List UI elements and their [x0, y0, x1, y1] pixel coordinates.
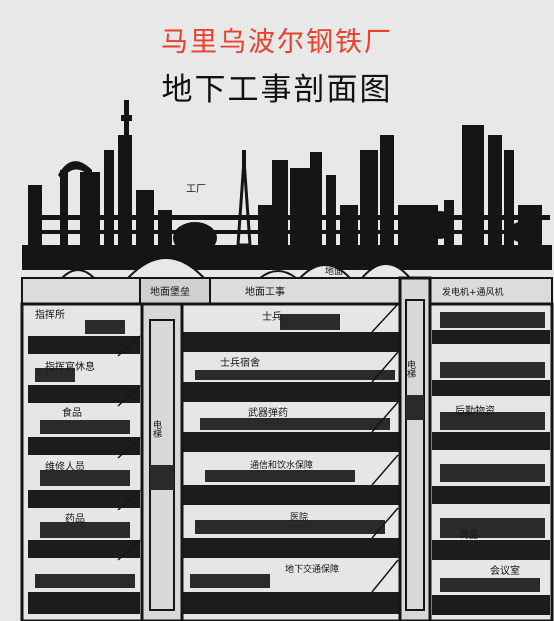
label-maintenance: 维修人员	[45, 460, 85, 473]
underground-shell	[20, 302, 554, 621]
label-elevator-right: 电梯	[405, 359, 416, 379]
label-comms: 通信和饮水保障	[250, 459, 313, 471]
label-food: 食品	[62, 406, 82, 419]
label-meeting: 会议室	[490, 564, 520, 577]
label-hospital: 医院	[290, 511, 308, 523]
staircases	[117, 303, 399, 593]
label-generator: 发电机+通风机	[442, 286, 504, 298]
label-transport: 地下交通保障	[285, 563, 339, 575]
floor-slabs	[28, 330, 550, 615]
label-supplies: 后勤物资	[455, 404, 495, 417]
label-factory: 工厂	[186, 184, 206, 195]
room-labels: 指挥所 士兵 指挥官休息 士兵宿舍 食品 武器弹药 后勤物资 维修人员 通信和饮…	[35, 308, 520, 577]
factory-skyline	[22, 100, 552, 270]
label-ground-small: 地面	[325, 265, 343, 277]
label-medicine: 药品	[65, 513, 85, 525]
room-contents	[35, 312, 545, 592]
label-ground-works: 地面工事	[245, 285, 285, 298]
label-elevator-left: 电梯	[151, 419, 162, 439]
label-medicine-right: 药品	[460, 530, 478, 541]
label-soldiers: 士兵	[262, 310, 282, 323]
label-ground-bunker: 地面堡垒	[150, 285, 190, 298]
poster-title: 马里乌波尔钢铁厂	[161, 27, 393, 58]
label-command: 指挥所	[35, 308, 65, 321]
label-officer-rest: 指挥官休息	[45, 360, 95, 373]
label-weapons: 武器弹药	[248, 406, 288, 419]
poster-subtitle: 地下工事剖面图	[161, 72, 393, 108]
elevator-shaft-right	[398, 276, 432, 621]
elevator-shaft-left	[140, 302, 184, 621]
label-soldier-dorm: 士兵宿舍	[220, 356, 260, 369]
